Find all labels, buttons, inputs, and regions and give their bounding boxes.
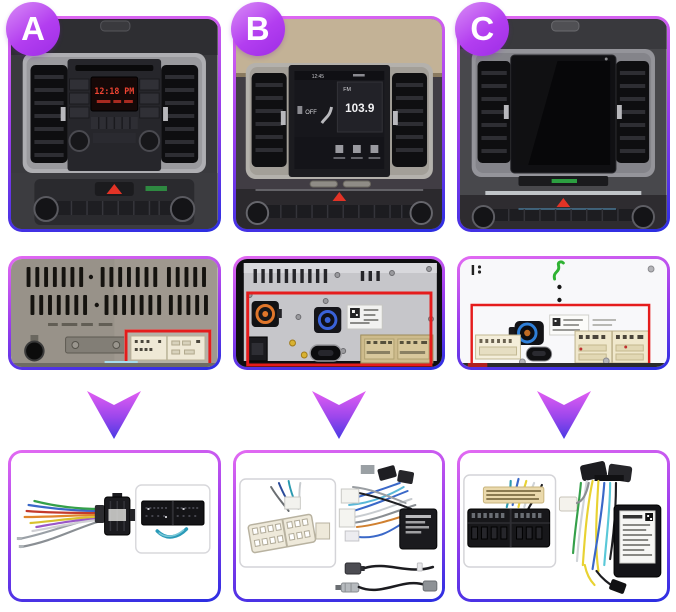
green-wire [553,260,566,281]
main-harness-cluster [559,461,662,594]
panel-dashboard-a: A [6,2,221,232]
harness-photo-row [8,450,670,602]
down-arrow-icon [85,389,143,441]
option-c-badge: C [455,2,510,56]
connector-inset-card [135,484,211,554]
climate-knob-left [472,205,496,229]
rear-panel-photo-row [8,256,670,370]
canbus-decoder-box [398,508,437,550]
left-air-vent [251,73,287,167]
panel-markings [472,265,482,275]
left-air-vent [30,65,68,163]
dashboard-a-photo: 12:18 PM [11,19,218,229]
model-stamp-text [48,323,113,326]
hazard-button-icon [332,192,346,201]
white-20pin-connector [247,513,316,554]
qr-label [346,304,383,330]
dashboard-photo-row: A [6,2,670,232]
antenna-adapter-cable [335,580,437,593]
panel-harness-c [457,450,670,602]
option-a-badge: A [6,2,60,56]
climate-knob-right [631,205,656,229]
dashboard-b-photo: 12:45 FM 103.9 OFF [235,19,443,229]
vent-slots [26,267,208,315]
climate-knob-left [33,196,59,222]
harness-a-photo [11,453,218,599]
hazard-button-icon [556,198,571,207]
down-arrow-icon [535,389,593,441]
touchscreen-b: 12:45 FM 103.9 OFF [288,65,390,177]
right-air-vent [616,61,650,163]
screen-frequency: 103.9 [345,101,375,115]
screen-climate-off: OFF [305,110,317,116]
canbus-decoder-box [613,504,662,578]
option-a-badge-label: A [21,10,45,47]
rear-b-photo [235,259,443,367]
radio-knob-right [138,130,161,152]
blank-touchscreen-c [510,54,617,174]
harness-c-photo [460,453,667,599]
radio-head-unit-a: 12:18 PM [67,59,162,171]
screw [647,265,655,273]
screen-band-label: FM [343,87,351,93]
hazard-button-icon [106,184,123,194]
vent-slots [253,269,380,283]
fakra-connector-blue [313,307,341,333]
oval-port [526,346,553,362]
connector-inset-card [238,478,336,568]
qr-label [549,314,617,336]
harness-b-photo [235,453,443,599]
climate-knob-right [409,201,433,225]
control-strip-c [472,198,656,229]
panel-dashboard-b: B [230,2,446,232]
main-harness-cluster [338,465,437,550]
wiring-connector-left [475,334,522,360]
harness-plug [104,493,136,536]
mounting-bracket [65,336,127,354]
climate-control-a [33,179,196,225]
wire-bundle [17,499,102,549]
panel-rear-b [232,256,446,370]
arrow-row [8,388,670,442]
option-b-badge: B [230,2,285,56]
fakra-connector-blue [509,321,545,345]
rear-a-photo [11,259,218,367]
dashboard-c-photo [460,19,667,229]
radio-knob-left [68,130,90,152]
down-arrow-icon [310,389,368,441]
connector-inset-card [463,474,557,568]
climate-knob-right [169,196,196,222]
panel-harness-a [8,450,221,602]
right-air-vent [161,65,199,163]
control-strip-b [245,189,433,225]
black-oem-connector [467,508,551,548]
oval-port [309,344,342,362]
wiring-connector-right [574,330,650,364]
climate-knob-left [245,201,269,225]
panel-dashboard-c: C [455,2,670,232]
aux-adapter-cable [344,562,434,575]
gold-screw [288,339,296,347]
left-air-vent [477,61,512,163]
panel-harness-b [232,450,446,602]
panel-rear-c [457,256,670,370]
airflow-icon [320,106,333,124]
radio-clock-text: 12:18 PM [94,86,134,96]
wiring-connector-b [359,334,434,364]
option-c-badge-label: C [470,10,495,47]
right-air-vent [391,73,427,167]
option-b-badge-label: B [245,10,270,47]
antenna-jack [24,340,45,362]
wiring-connector-a [130,335,206,361]
screen-status-time: 12:45 [311,74,323,80]
fakra-connector-orange [251,301,282,327]
screen-menu-icons [333,145,380,159]
gold-screw [300,351,308,359]
panel-rear-a [8,256,221,370]
rear-c-photo [460,259,667,367]
red-highlight-box-b [245,291,433,367]
